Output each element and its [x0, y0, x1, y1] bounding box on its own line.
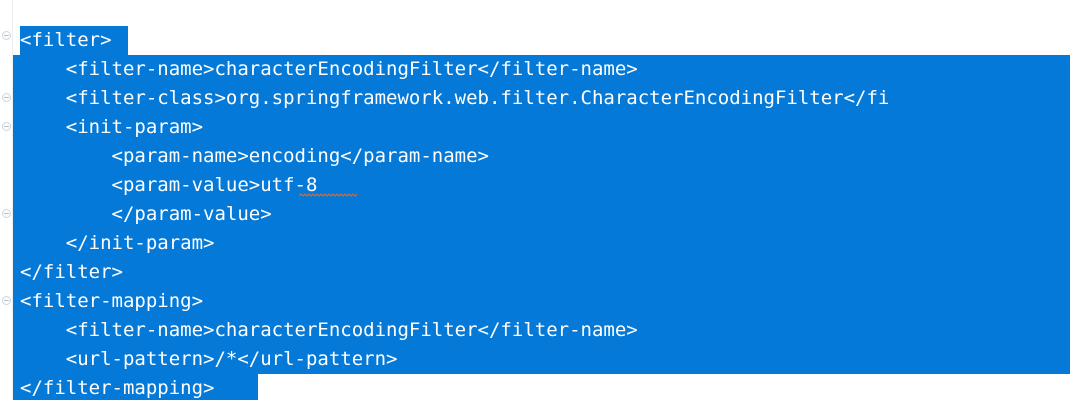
code-fold-marker[interactable] — [2, 296, 11, 305]
code-fold-marker[interactable] — [2, 122, 11, 131]
code-line[interactable]: <filter-class>org.springframework.web.fi… — [20, 87, 890, 109]
selection-highlight — [8, 345, 1070, 374]
selection-highlight — [8, 84, 1070, 113]
code-fold-marker[interactable] — [2, 93, 11, 102]
selection-highlight — [8, 316, 1070, 345]
selection-highlight — [8, 374, 258, 400]
code-line[interactable]: <filter-name>characterEncodingFilter</fi… — [20, 319, 638, 341]
selection-highlight — [8, 171, 1070, 200]
code-line[interactable]: <filter-name>characterEncodingFilter</fi… — [20, 58, 638, 80]
code-line[interactable]: </filter-mapping> — [20, 377, 215, 399]
selection-highlight — [20, 26, 128, 55]
code-line[interactable]: <filter-mapping> — [20, 290, 204, 312]
code-line[interactable]: <param-name>encoding</param-name> — [20, 145, 490, 167]
selection-highlight — [8, 142, 1070, 171]
code-fold-marker[interactable] — [2, 31, 11, 40]
selection-highlight — [8, 113, 1070, 142]
gutter-separator-rule — [12, 0, 13, 400]
code-line[interactable]: <init-param> — [20, 116, 204, 138]
code-fold-marker[interactable] — [2, 209, 11, 218]
selection-highlight — [8, 55, 1070, 84]
code-line[interactable]: </filter> — [20, 261, 123, 283]
selection-highlight — [8, 200, 1070, 229]
code-line[interactable]: <url-pattern>/*</url-pattern> — [20, 348, 398, 370]
selection-highlight — [8, 229, 1070, 258]
code-line[interactable]: <param-value>utf-8 — [20, 174, 318, 196]
selection-highlight — [8, 258, 1070, 287]
selection-highlight — [8, 287, 1070, 316]
code-line[interactable]: <filter> — [20, 29, 112, 51]
code-line[interactable]: </init-param> — [20, 232, 215, 254]
code-line[interactable]: </param-value> — [20, 203, 272, 225]
spellcheck-squiggle — [299, 193, 357, 197]
